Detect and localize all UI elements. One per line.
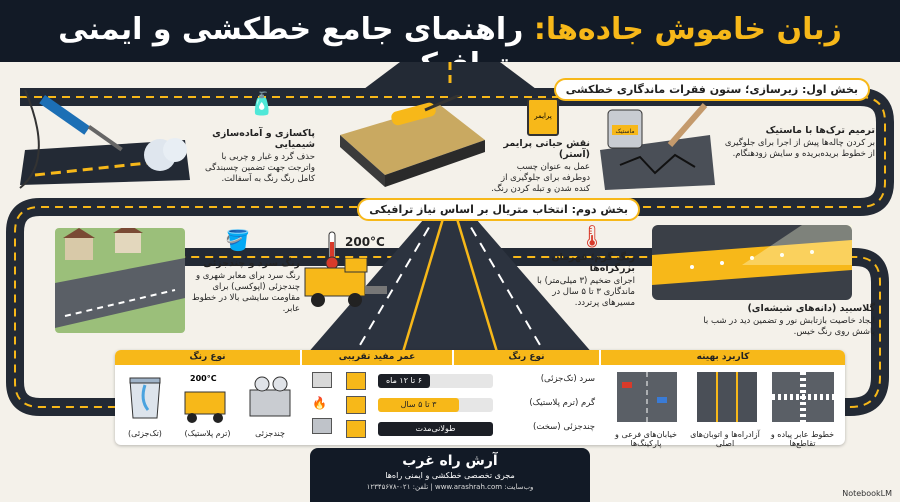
step-primer-body: عمل به عنوان چسب دوطرفه برای جلوگیری از …	[491, 162, 590, 194]
highway-lane-left	[349, 211, 439, 363]
mixer-icon	[312, 418, 332, 434]
life-bar-row: ۳ تا ۵ سال	[378, 398, 493, 412]
type-caption-multi: چندجزئی	[255, 429, 285, 438]
step-mastic-body: بر کردن چاله‌ها پیش از اجرا برای جلوگیری…	[724, 138, 875, 159]
life-bar-row: ۶ تا ۱۲ ماه	[378, 374, 493, 388]
highway-lane-right	[461, 211, 551, 363]
col-header-type: نوع رنگ	[115, 350, 300, 365]
section2-banner: بخش دوم: انتخاب متریال بر اساس نیاز تراف…	[357, 198, 640, 221]
step-primer-text: نقش حیاتی پرایمر (آستر) عمل به عنوان چسب…	[490, 138, 590, 195]
step-primer-title: نقش حیاتی پرایمر (آستر)	[503, 138, 591, 160]
truck-icon	[346, 396, 366, 414]
type-caption-hot: (ترم پلاستیک)	[184, 429, 231, 438]
row-label-hot: گرم (ترم پلاستیک)	[529, 398, 595, 408]
use-caption-highways: آزادراه‌ها و اتوبان‌های اصلی	[690, 430, 760, 448]
serpentine-road-line	[14, 96, 886, 408]
cold-paint-body: رنگ سرد برای معابر شهری و چندجزئی (اپوکس…	[191, 271, 300, 314]
type-caption-cold: (تک‌جزئی)	[128, 429, 162, 438]
hot-paint-title: رنگ گرم؛ قهرمان بزرگراه‌ها	[551, 252, 635, 274]
header-bar: زبان خاموش جاده‌ها: راهنمای جامع خطکشی و…	[0, 0, 900, 82]
pressure-washer-illustration	[19, 89, 190, 189]
title-highlight: زبان خاموش جاده‌ها:	[533, 12, 842, 47]
use-caption-crosswalks: خطوط عابر پیاده و تقاطع‌ها	[770, 430, 835, 448]
col-header-life: عمر مفید تقریبی	[302, 350, 452, 365]
step-mastic-text: ترمیم ترک‌ها با ماستیک بر کردن چاله‌ها پ…	[720, 125, 875, 160]
highway-line-left	[398, 211, 447, 363]
row-icons: 🔥	[312, 372, 332, 434]
hot-paint-body: اجرای ضخیم (۳ میلی‌متر) با ماندگاری ۳ تا…	[536, 276, 635, 308]
glass-bead-body: ایجاد خاصیت بازتابش نور و تضمین دید در ش…	[703, 316, 875, 337]
watermark-notebooklm: NotebookLM	[842, 489, 892, 498]
col-header-use: کاربرد بهینه	[601, 350, 845, 365]
mastic-can-label: ماستیک	[615, 128, 634, 135]
mastic-repair-illustration: ماستیک	[600, 103, 715, 190]
can-icon	[312, 372, 332, 388]
highway-line-right	[453, 211, 502, 363]
paint-type-icons	[129, 376, 291, 423]
primer-can-label: پرایمر	[534, 112, 552, 120]
hot-thermometer-icon: 🌡	[578, 225, 606, 250]
use-case-illustrations	[617, 372, 834, 422]
paint-can-icon	[346, 372, 366, 390]
row-label-cold: سرد (تک‌جزئی)	[540, 374, 595, 384]
primer-roller-illustration	[340, 95, 485, 187]
spray-bottle-icon: 🧴	[248, 92, 276, 117]
col-header-type2: نوع رنگ	[454, 350, 599, 365]
step-mastic-title: ترمیم ترک‌ها با ماستیک	[765, 125, 875, 136]
use-caption-side-streets: خیابان‌های فرعی و پارکینگ‌ها	[615, 430, 677, 448]
glass-bead-illustration	[652, 225, 852, 300]
page-title: زبان خاموش جاده‌ها: راهنمای جامع خطکشی و…	[20, 12, 880, 82]
brand-contact: وب‌سایت: www.arashrah.com | تلفن: ۰۲۱-۱۲…	[366, 483, 534, 491]
thermometer-icon	[323, 230, 341, 274]
row-label-multi: چندجزئی (سخت)	[533, 422, 595, 432]
life-bar: ۶ تا ۱۲ ماه	[378, 374, 430, 388]
step-clean-title: پاکسازی و آماده‌سازی شیمیایی	[212, 128, 315, 150]
row-images	[346, 372, 366, 438]
type-temp-label: 200°C	[190, 374, 217, 383]
footer-brand-box: آرش راه غرب مجری تخصصی خطکشی و ایمنی راه…	[310, 448, 590, 502]
glass-bead-title: گلاسبید (دانه‌های شیشه‌ای)	[747, 303, 875, 314]
cold-paint-title: رنگ سرد و چندجزئی	[203, 258, 300, 269]
fire-icon: 🔥	[312, 396, 327, 410]
step-clean-text: پاکسازی و آماده‌سازی شیمیایی حذف گرد و غ…	[195, 128, 315, 185]
life-bar: طولانی‌مدت	[378, 422, 493, 436]
center-highway	[300, 212, 600, 362]
temperature-label: 200°C	[345, 235, 385, 249]
brand-name: آرش راه غرب	[402, 453, 498, 469]
worker-icon	[346, 420, 366, 438]
life-bar-row: طولانی‌مدت	[378, 422, 493, 436]
life-bar: ۳ تا ۵ سال	[378, 398, 459, 412]
cold-paint-bucket-icon: 🪣	[225, 228, 250, 252]
hot-paint-machine-illustration	[304, 258, 387, 307]
hot-paint-text: رنگ گرم؛ قهرمان بزرگراه‌ها اجرای ضخیم (۳…	[530, 252, 635, 309]
cold-paint-text: رنگ سرد و چندجزئی رنگ سرد برای معابر شهر…	[190, 258, 300, 315]
city-street-illustration	[55, 228, 185, 333]
section1-banner: بخش اول: زیرسازی؛ ستون فقرات ماندگاری خط…	[553, 78, 870, 101]
life-bars: ۶ تا ۱۲ ماه ۳ تا ۵ سال طولانی‌مدت	[378, 374, 493, 446]
road-background	[6, 62, 894, 416]
step-clean-body: حذف گرد و غبار و چربی با واترجت جهت تضمی…	[205, 152, 315, 184]
primer-can-icon: پرایمر	[527, 98, 559, 136]
glass-bead-text: گلاسبید (دانه‌های شیشه‌ای) ایجاد خاصیت ب…	[680, 303, 875, 338]
brand-tagline: مجری تخصصی خطکشی و ایمنی راه‌ها	[385, 471, 515, 480]
